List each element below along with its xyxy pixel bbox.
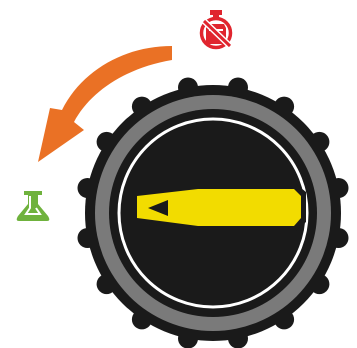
- knob-grip-tooth: [228, 329, 248, 348]
- knob-grip-tooth: [329, 178, 349, 198]
- knob-grip-tooth: [309, 274, 329, 294]
- knob-grip-tooth: [78, 178, 98, 198]
- knob-grip-tooth: [78, 228, 98, 248]
- knob-grip-tooth: [228, 78, 248, 98]
- knob-grip-tooth: [178, 329, 198, 348]
- knob-grip-tooth: [274, 309, 294, 329]
- flask-on-icon: [17, 191, 50, 221]
- knob-grip-tooth: [178, 78, 198, 98]
- knob-grip-tooth: [132, 309, 152, 329]
- knob-grip-tooth: [329, 228, 349, 248]
- knob-grip-tooth: [97, 274, 117, 294]
- knob-grip-tooth: [274, 97, 294, 117]
- knob-grip-tooth: [132, 97, 152, 117]
- gas-cylinder-off-icon: [202, 10, 231, 48]
- knob-pointer: [132, 184, 306, 231]
- knob-grip-tooth: [97, 132, 117, 152]
- knob-grip-tooth: [309, 132, 329, 152]
